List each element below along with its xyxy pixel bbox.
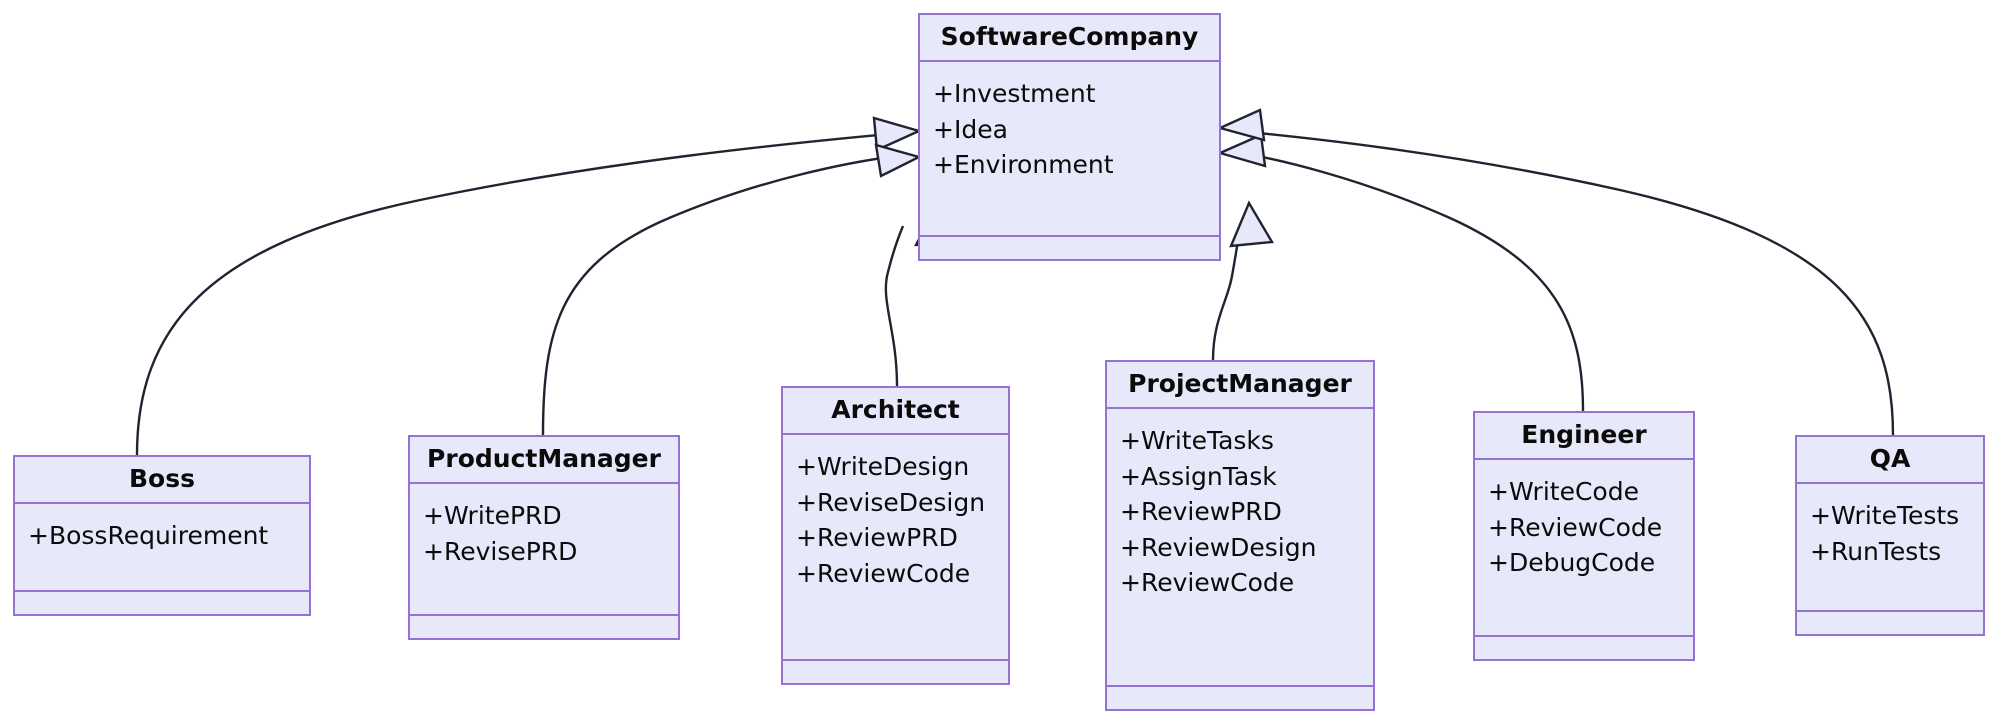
class-attribute: +RevisePRD [423,536,578,566]
class-attribute: +RunTests [1810,536,1942,566]
class-attributes-compartment: +WriteTests +RunTests [1797,484,1983,612]
class-attribute: +ReviewPRD [1120,497,1282,527]
class-attribute: +WriteTests [1810,501,1960,531]
arrowhead-boss-inherits [872,116,923,152]
class-attribute: +BossRequirement [28,521,269,551]
class-methods-compartment [1475,637,1693,659]
class-title: SoftwareCompany [920,15,1219,63]
class-methods-compartment [920,237,1219,259]
class-title: ProductManager [410,437,678,485]
arrowhead-productmanager-inherits [874,143,923,178]
class-attributes-compartment: +Investment +Idea +Environment [920,62,1219,237]
class-attribute: +ReviewCode [1488,512,1663,542]
class-title: Boss [15,457,309,505]
class-attribute: +Environment [933,150,1114,180]
class-attribute: +ReviewPRD [796,523,958,553]
class-methods-compartment [410,616,678,638]
class-box-architect[interactable]: Architect +WriteDesign +ReviseDesign +Re… [781,386,1010,685]
arrowhead-engineer-inherits [1216,133,1267,168]
class-attribute: +AssignTask [1120,461,1277,491]
class-attribute: +ReviewCode [1120,568,1295,598]
class-attribute: +WriteCode [1488,477,1639,507]
class-attribute: +Idea [933,114,1008,144]
class-box-boss[interactable]: Boss +BossRequirement [13,455,311,616]
class-attribute: +ReviseDesign [796,487,986,517]
class-box-software-company[interactable]: SoftwareCompany +Investment +Idea +Envir… [918,13,1221,261]
class-methods-compartment [1797,612,1983,634]
class-title: Architect [783,388,1008,436]
class-box-product-manager[interactable]: ProductManager +WritePRD +RevisePRD [408,435,680,640]
class-attribute: +WriteTasks [1120,426,1274,456]
class-attribute: +ReviewDesign [1120,532,1317,562]
arrowhead-qa-inherits [1216,108,1266,142]
class-title: Engineer [1475,413,1693,461]
class-box-qa[interactable]: QA +WriteTests +RunTests [1795,435,1985,636]
class-title: ProjectManager [1107,362,1373,410]
class-methods-compartment [783,661,1008,683]
class-attribute: +WritePRD [423,501,562,531]
class-attributes-compartment: +WritePRD +RevisePRD [410,484,678,616]
class-attribute: +DebugCode [1488,548,1656,578]
class-box-project-manager[interactable]: ProjectManager +WriteTasks +AssignTask +… [1105,360,1375,711]
class-attributes-compartment: +WriteDesign +ReviseDesign +ReviewPRD +R… [783,435,1008,661]
class-attribute: +Investment [933,79,1096,109]
class-attributes-compartment: +WriteTasks +AssignTask +ReviewPRD +Revi… [1107,409,1373,687]
class-attribute: +ReviewCode [796,558,971,588]
class-attribute: +WriteDesign [796,452,970,482]
class-title: QA [1797,437,1983,485]
arrowhead-projectmanager-inherits [1229,200,1274,248]
class-attributes-compartment: +WriteCode +ReviewCode +DebugCode [1475,460,1693,637]
edge-architect-to-softwarecompany [884,225,905,387]
class-attributes-compartment: +BossRequirement [15,504,309,592]
class-methods-compartment [15,592,309,614]
class-box-engineer[interactable]: Engineer +WriteCode +ReviewCode +DebugCo… [1473,411,1695,661]
class-methods-compartment [1107,687,1373,709]
